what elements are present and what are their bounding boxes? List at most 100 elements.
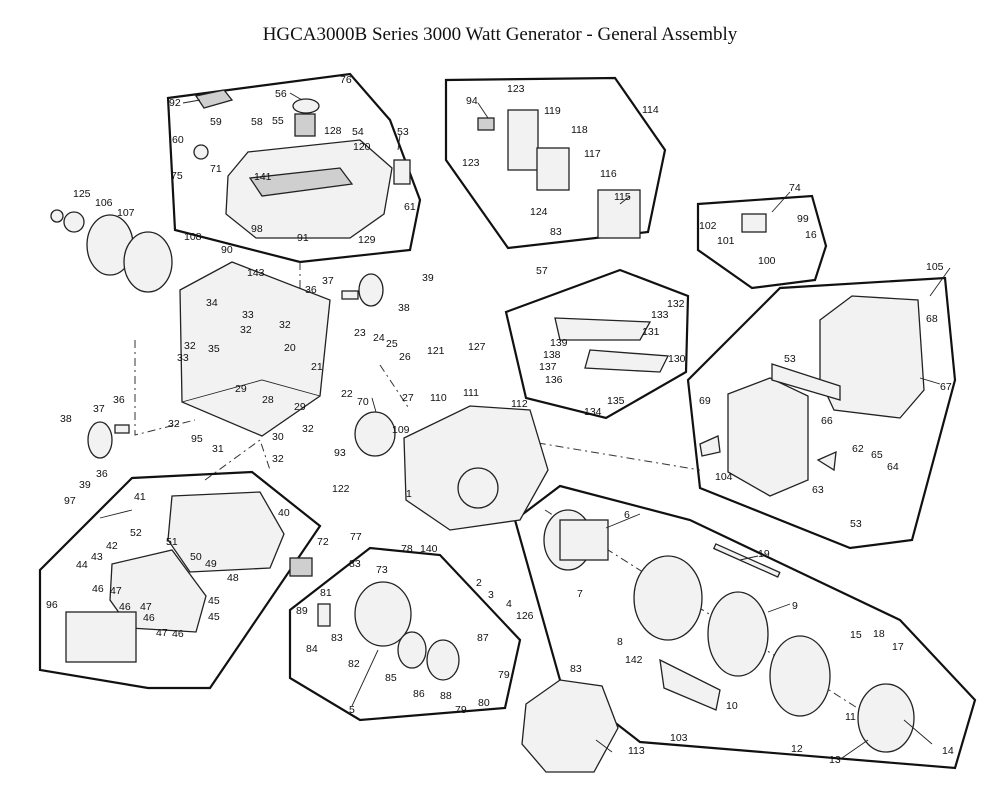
callout-number: 17: [892, 641, 904, 653]
callout-number: 71: [210, 163, 222, 175]
callout-number: 33: [177, 352, 189, 364]
callout-number: 23: [354, 327, 366, 339]
callout-number: 72: [317, 536, 329, 548]
callout-number: 131: [642, 326, 660, 338]
callout-number: 106: [95, 197, 113, 209]
callout-number: 62: [852, 443, 864, 455]
callout-number: 37: [322, 275, 334, 287]
control-panel-decal: [65, 611, 137, 663]
callout-number: 32: [240, 324, 252, 336]
recoil-starter-group-outline: [288, 546, 522, 722]
callout-number: 18: [873, 628, 885, 640]
callout-number: 26: [399, 351, 411, 363]
callout-number: 98: [251, 223, 263, 235]
callout-number: 29: [235, 383, 247, 395]
leader-line: [767, 603, 791, 613]
callout-number: 25: [386, 338, 398, 350]
callout-number: 94: [466, 95, 478, 107]
callout-number: 39: [79, 479, 91, 491]
callout-number: 46: [172, 628, 184, 640]
muffler-body: [727, 377, 809, 497]
callout-number: 104: [715, 471, 733, 483]
callout-number: 43: [91, 551, 103, 563]
callout-number: 3: [488, 589, 494, 601]
callout-number: 32: [279, 319, 291, 331]
alternator-heat-shield: [659, 658, 721, 711]
air-filter-gasket: [354, 411, 396, 457]
callout-number: 143: [247, 267, 265, 279]
tank-top-decal: [248, 167, 354, 197]
callout-number: 65: [871, 449, 883, 461]
fuel-valve: [193, 144, 209, 160]
callout-number: 117: [584, 148, 601, 160]
frame-crossbar: [181, 379, 321, 403]
callout-number: 2: [476, 577, 482, 589]
callout-number: 47: [156, 627, 168, 639]
callout-number: 44: [76, 559, 88, 571]
muffler-heat-shield: [771, 363, 841, 401]
fuel-valve-group-outline: [696, 194, 828, 290]
callout-number: 113: [628, 745, 645, 757]
callout-number: 20: [284, 342, 296, 354]
callout-number: 55: [272, 115, 284, 127]
callout-number: 70: [357, 396, 369, 408]
callout-number: 30: [272, 431, 284, 443]
starter-handle: [317, 603, 331, 627]
callout-number: 56: [275, 88, 287, 100]
diagram-title: HGCA3000B Series 3000 Watt Generator - G…: [262, 24, 738, 45]
callout-number: 39: [422, 272, 434, 284]
wheel-right: [358, 273, 384, 307]
callout-number: 11: [845, 711, 856, 723]
muffler-guard: [819, 295, 925, 419]
callout-number: 75: [171, 170, 183, 182]
callout-number: 46: [92, 583, 104, 595]
callout-number: 32: [168, 418, 180, 430]
callout-number: 67: [940, 381, 952, 393]
callout-number: 95: [191, 433, 203, 445]
leader-line: [841, 739, 869, 759]
callout-number: 42: [106, 540, 118, 552]
callout-number: 45: [208, 611, 220, 623]
callout-number: 8: [617, 636, 623, 648]
callout-number: 63: [812, 484, 824, 496]
callout-number: 125: [73, 188, 91, 200]
callout-number: 32: [272, 453, 284, 465]
alternator-housing-cylinder: [707, 591, 769, 677]
callout-number: 36: [113, 394, 125, 406]
lower-bracket: [584, 349, 670, 373]
fuel-strainer: [294, 113, 316, 137]
callout-number: 142: [625, 654, 643, 666]
warning-label-72: [289, 557, 313, 577]
callout-number: 57: [536, 265, 548, 277]
leader-line: [477, 102, 489, 119]
callout-number: 22: [341, 388, 353, 400]
callout-number: 21: [311, 361, 323, 373]
callout-number: 40: [278, 507, 290, 519]
callout-number: 59: [210, 116, 222, 128]
leader-line: [903, 719, 933, 745]
callout-number: 37: [93, 403, 105, 415]
callout-number: 138: [543, 349, 561, 361]
fuel-cap: [292, 98, 320, 114]
callout-number: 29: [294, 401, 306, 413]
callout-number: 101: [717, 235, 735, 247]
callout-number: 128: [324, 125, 342, 137]
callout-number: 69: [699, 395, 711, 407]
callout-number: 73: [376, 564, 388, 576]
callout-number: 119: [544, 105, 561, 117]
callout-number: 139: [550, 337, 568, 349]
callout-number: 83: [331, 632, 343, 644]
callout-number: 53: [850, 518, 862, 530]
leader-line: [397, 134, 401, 151]
callout-number: 16: [805, 229, 817, 241]
axle-left: [114, 424, 130, 434]
callout-number: 81: [320, 587, 332, 599]
assembly-line: [519, 439, 701, 471]
leader-line: [595, 739, 613, 753]
callout-number: 80: [478, 697, 490, 709]
callout-number: 134: [584, 406, 602, 418]
callout-number: 61: [404, 201, 416, 213]
callout-number: 24: [373, 332, 385, 344]
fuel-tank-group-outline: [166, 72, 422, 264]
callout-number: 123: [507, 83, 525, 95]
